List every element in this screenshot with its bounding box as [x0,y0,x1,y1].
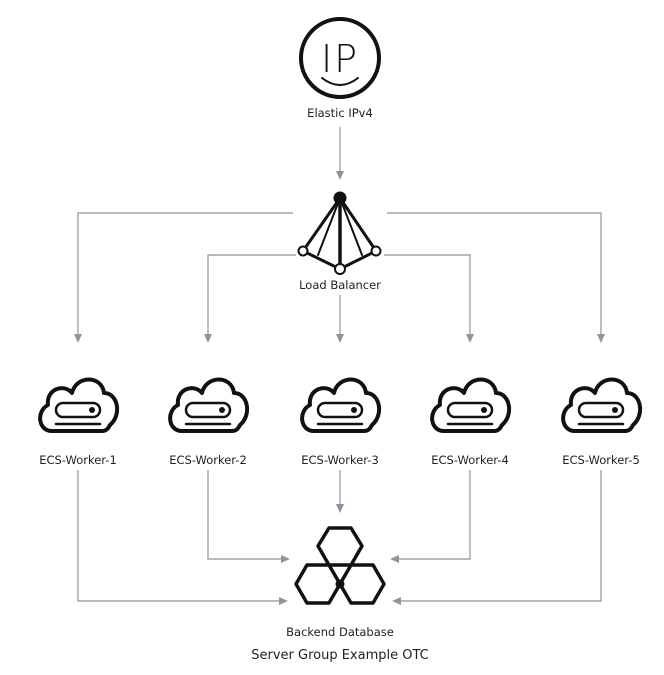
diagram-title: Server Group Example OTC [251,648,429,663]
node-label: Backend Database [286,625,394,639]
node-label: ECS-Worker-1 [39,453,117,467]
edge-lb-to-worker-5 [387,212,602,335]
edge-lb-to-worker-1 [77,212,293,335]
ecs-cloud-server-icon [38,377,120,433]
elastic-ip-icon-text: IP [321,37,359,81]
node-label: Load Balancer [299,278,381,292]
arrowhead [74,334,82,343]
arrowhead [390,555,399,563]
arrowhead [204,334,212,343]
edge-worker-1-to-db [77,470,280,602]
edge-worker-4-to-db [398,470,471,560]
arrowhead [279,597,288,605]
ecs-cloud-server-icon [430,377,512,433]
arrowhead [336,504,344,513]
ecs-cloud-server-icon [168,377,250,433]
arrowhead [336,171,344,180]
edge-worker-5-to-db [400,470,602,602]
node-worker-4[interactable]: ECS-Worker-4 [430,377,512,468]
arrowhead [466,334,474,343]
elastic-ip-icon: IP [299,17,381,99]
load-balancer-icon [297,191,382,275]
ecs-cloud-server-icon [561,377,643,433]
node-worker-2[interactable]: ECS-Worker-2 [168,377,250,468]
node-label: ECS-Worker-2 [169,453,247,467]
ecs-cloud-server-icon [300,377,382,433]
arrowhead [597,334,605,343]
node-backend-database[interactable]: Backend Database [286,526,394,639]
database-icon [294,526,386,605]
connectors [74,127,605,605]
node-label: Elastic IPv4 [307,106,373,120]
edge-lb-to-worker-2 [207,254,296,335]
node-worker-1[interactable]: ECS-Worker-1 [38,377,120,468]
node-elastic-ip[interactable]: IP Elastic IPv4 [299,17,381,120]
edge-lb-to-worker-4 [384,254,471,335]
node-label: ECS-Worker-4 [431,453,509,467]
edge-worker-2-to-db [207,470,282,560]
arrowhead [336,334,344,343]
node-worker-3[interactable]: ECS-Worker-3 [300,377,382,468]
node-load-balancer[interactable]: Load Balancer [297,191,382,293]
arrowhead [392,597,401,605]
node-label: ECS-Worker-3 [301,453,379,467]
arrowhead [281,555,290,563]
node-worker-5[interactable]: ECS-Worker-5 [561,377,643,468]
node-label: ECS-Worker-5 [562,453,640,467]
